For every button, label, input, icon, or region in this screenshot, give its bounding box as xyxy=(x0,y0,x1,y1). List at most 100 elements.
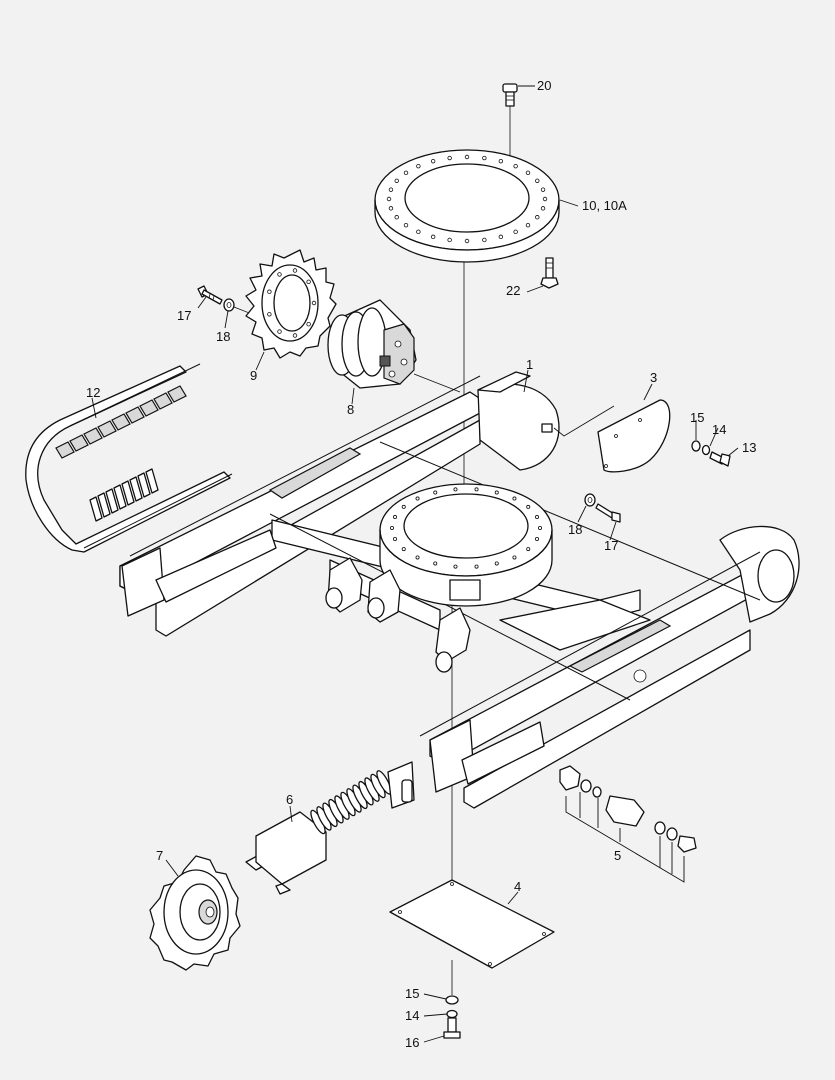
callout-9: 9 xyxy=(250,368,257,383)
track-link xyxy=(97,492,111,518)
sprocket-bolt-hole xyxy=(311,300,317,306)
mount-bolt-hole xyxy=(526,547,531,552)
bearing-bolt-hole xyxy=(535,215,540,220)
washer-15-right xyxy=(691,440,701,452)
mount-bolt-hole xyxy=(453,564,458,569)
bearing-bolt-hole xyxy=(540,187,546,192)
bolt-20 xyxy=(502,83,518,107)
travel-motor-8 xyxy=(327,299,417,389)
bearing-bolt-hole xyxy=(540,206,546,211)
bearing-bolt-hole xyxy=(498,234,504,240)
callout-14-bottom: 14 xyxy=(405,1008,419,1023)
mount-bolt-hole xyxy=(392,515,397,520)
track-lug xyxy=(153,392,173,410)
mount-bolt-hole xyxy=(474,487,479,492)
swing-bearing-ring xyxy=(374,149,560,263)
front-idler-7 xyxy=(149,855,241,971)
track-link xyxy=(105,488,119,514)
mount-bolt-hole xyxy=(494,561,499,566)
callout-18-upper: 18 xyxy=(216,329,230,344)
sprocket-bolt-hole xyxy=(277,329,282,334)
bearing-bolt-hole xyxy=(394,178,399,183)
mount-bolt-hole xyxy=(474,564,479,569)
washer-14-bottom xyxy=(446,1009,458,1019)
mount-bolt-hole xyxy=(415,555,420,560)
mount-bolt-hole xyxy=(512,496,517,501)
bearing-bolt-hole xyxy=(386,196,392,202)
track-lug xyxy=(55,441,75,459)
sprocket-bolt-hole xyxy=(267,289,272,294)
mount-bolt-hole xyxy=(415,496,420,501)
track-lug xyxy=(139,399,159,417)
track-frame-1 xyxy=(119,371,800,809)
mount-bolt-hole xyxy=(401,547,406,552)
track-link xyxy=(145,468,159,494)
track-link xyxy=(121,480,135,506)
mount-bolt-hole xyxy=(538,526,543,531)
callout-15-right: 15 xyxy=(690,410,704,425)
track-link xyxy=(137,472,151,498)
mount-bolt-hole xyxy=(392,536,397,541)
callout-1: 1 xyxy=(526,357,533,372)
track-lug xyxy=(125,406,145,424)
rubber-track-12 xyxy=(25,363,233,553)
sprocket-bolt-hole xyxy=(292,268,298,273)
bearing-bolt-hole xyxy=(464,238,470,244)
cover-3 xyxy=(597,399,671,473)
bearing-bolt-hole xyxy=(388,187,394,192)
track-lug xyxy=(167,385,187,403)
bearing-bolt-hole xyxy=(482,155,487,161)
bearing-bolt-hole xyxy=(394,215,399,220)
bottom-plate-4 xyxy=(389,879,555,969)
sprocket-bolt-hole xyxy=(277,272,282,277)
callout-8: 8 xyxy=(347,402,354,417)
sprocket-bolt-hole xyxy=(292,333,298,338)
mount-bolt-hole xyxy=(389,526,394,531)
bearing-bolt-hole xyxy=(416,229,421,235)
bearing-bolt-hole xyxy=(542,196,548,202)
mount-bolt-hole xyxy=(433,561,438,566)
callout-15-bottom: 15 xyxy=(405,986,419,1001)
bearing-bolt-hole xyxy=(447,155,452,161)
sprocket-bolt-hole xyxy=(267,312,272,317)
track-lug xyxy=(83,427,103,445)
bearing-bolt-hole xyxy=(430,234,436,240)
callout-18-lower: 18 xyxy=(568,522,582,537)
mount-bolt-hole xyxy=(453,487,458,492)
grease-adjuster-5 xyxy=(559,765,697,883)
leader-lines xyxy=(91,85,739,1043)
sprocket-bolt-hole xyxy=(306,279,311,284)
bearing-bolt-hole xyxy=(416,163,421,169)
callout-4: 4 xyxy=(514,879,521,894)
mount-bolt-hole xyxy=(401,504,406,509)
bolt-22 xyxy=(540,257,559,289)
track-link xyxy=(89,496,103,522)
washer-15-bottom xyxy=(445,995,459,1005)
callout-labels: 20 10, 10A 22 17 18 9 8 1 3 15 14 13 12 … xyxy=(86,78,756,1050)
mount-bolt-hole xyxy=(535,536,540,541)
bearing-bolt-hole xyxy=(447,237,452,243)
callout-16: 16 xyxy=(405,1035,419,1050)
callout-6: 6 xyxy=(286,792,293,807)
bolt-16 xyxy=(443,1017,461,1039)
bolt-17-upper xyxy=(197,285,223,305)
track-lug xyxy=(69,434,89,452)
bolt-17-lower xyxy=(595,503,621,523)
washer-18-upper xyxy=(223,298,235,312)
callout-22: 22 xyxy=(506,283,520,298)
bearing-bolt-hole xyxy=(525,170,531,176)
bearing-bolt-hole xyxy=(525,222,531,228)
callout-12: 12 xyxy=(86,385,100,400)
callout-14-right: 14 xyxy=(712,422,726,437)
track-link xyxy=(113,484,127,510)
bearing-bolt-hole xyxy=(464,154,470,160)
bearing-bolt-hole xyxy=(513,163,518,169)
track-link xyxy=(129,476,143,502)
washer-18-lower xyxy=(584,493,596,507)
washer-14-right xyxy=(701,444,711,456)
callout-10-10a: 10, 10A xyxy=(582,198,627,213)
drive-sprocket-9 xyxy=(245,249,337,359)
callout-20: 20 xyxy=(537,78,551,93)
bearing-bolt-hole xyxy=(388,206,394,211)
sprocket-bolt-hole xyxy=(306,322,311,327)
